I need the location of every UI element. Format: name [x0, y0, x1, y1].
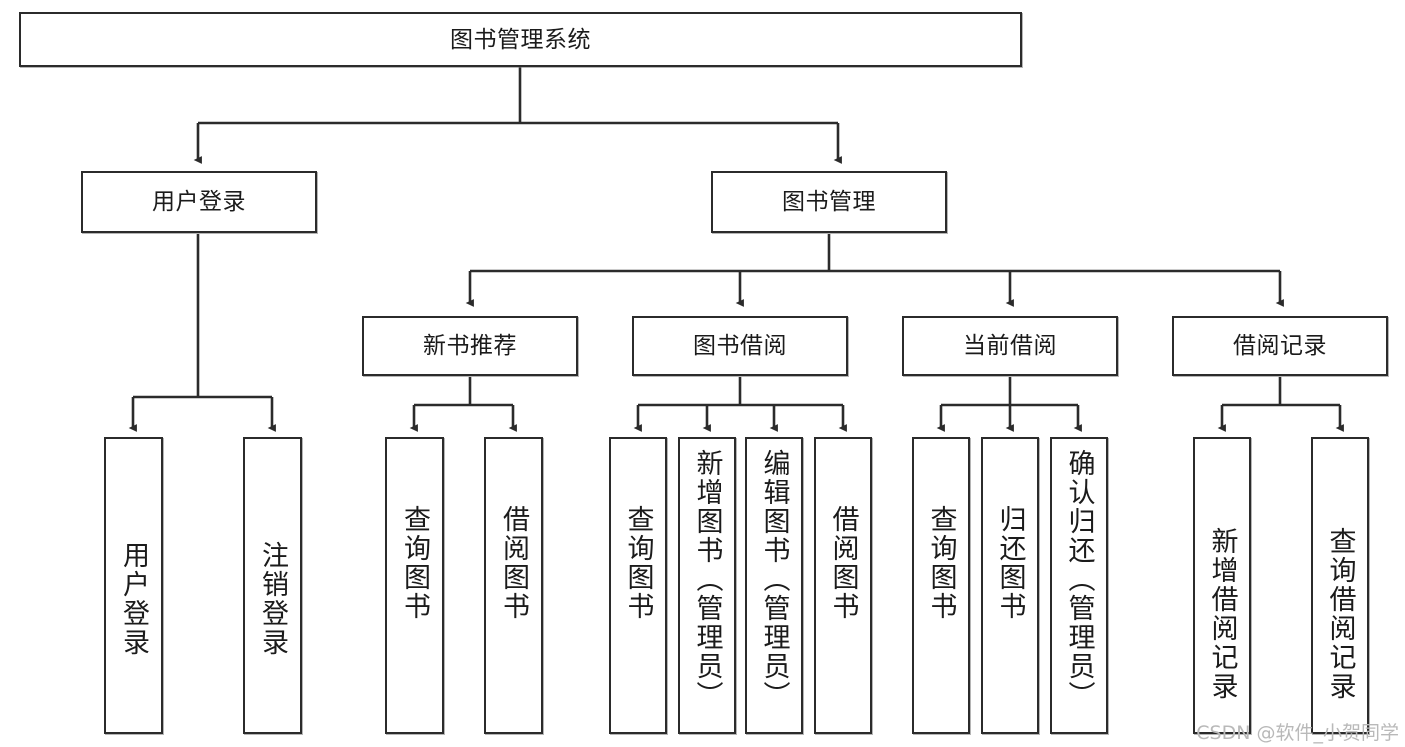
- node-label: 确认归还（管理员）: [1064, 449, 1095, 710]
- node-label: 归还图书: [995, 505, 1026, 621]
- node-label: 用户登录: [118, 541, 149, 657]
- node-leaf-return-book[interactable]: 归还图书: [981, 437, 1039, 734]
- node-label: 查询图书: [623, 505, 654, 621]
- node-label: 新增图书（管理员）: [692, 449, 723, 710]
- node-label: 图书管理: [782, 188, 876, 215]
- node-label: 查询图书: [399, 505, 430, 621]
- node-leaf-query-book-current[interactable]: 查询图书: [912, 437, 970, 734]
- node-book-borrow[interactable]: 图书借阅: [632, 316, 848, 376]
- node-leaf-user-login[interactable]: 用户登录: [104, 437, 163, 734]
- node-label: 查询图书: [926, 505, 957, 621]
- node-leaf-query-book-borrow[interactable]: 查询图书: [609, 437, 667, 734]
- node-leaf-borrow-book[interactable]: 借阅图书: [814, 437, 872, 734]
- node-leaf-add-book-admin[interactable]: 新增图书（管理员）: [678, 437, 736, 734]
- node-book-management[interactable]: 图书管理: [711, 171, 947, 233]
- csdn-watermark: CSDN @软件_小贺同学: [1196, 722, 1399, 744]
- node-label: 新增借阅记录: [1207, 527, 1238, 701]
- node-root-book-management-system[interactable]: 图书管理系统: [19, 12, 1022, 67]
- node-label: 借阅记录: [1233, 332, 1327, 359]
- node-label: 图书借阅: [693, 332, 787, 359]
- node-leaf-query-book-recommend[interactable]: 查询图书: [385, 437, 444, 734]
- node-borrow-record[interactable]: 借阅记录: [1172, 316, 1388, 376]
- node-new-book-recommend[interactable]: 新书推荐: [362, 316, 578, 376]
- node-label: 借阅图书: [828, 505, 859, 621]
- node-label: 借阅图书: [498, 505, 529, 621]
- node-leaf-confirm-return-admin[interactable]: 确认归还（管理员）: [1050, 437, 1108, 734]
- node-leaf-add-borrow-record[interactable]: 新增借阅记录: [1193, 437, 1251, 734]
- node-leaf-edit-book-admin[interactable]: 编辑图书（管理员）: [745, 437, 803, 734]
- node-leaf-query-borrow-record[interactable]: 查询借阅记录: [1311, 437, 1369, 734]
- node-leaf-logout[interactable]: 注销登录: [243, 437, 302, 734]
- node-leaf-borrow-book-recommend[interactable]: 借阅图书: [484, 437, 543, 734]
- node-current-borrow[interactable]: 当前借阅: [902, 316, 1118, 376]
- node-label: 用户登录: [152, 188, 246, 215]
- node-label: 当前借阅: [963, 332, 1057, 359]
- node-label: 编辑图书（管理员）: [759, 449, 790, 710]
- node-user-login[interactable]: 用户登录: [81, 171, 317, 233]
- node-label: 新书推荐: [423, 332, 517, 359]
- node-label: 查询借阅记录: [1325, 527, 1356, 701]
- node-label: 图书管理系统: [450, 25, 591, 52]
- node-label: 注销登录: [257, 541, 288, 657]
